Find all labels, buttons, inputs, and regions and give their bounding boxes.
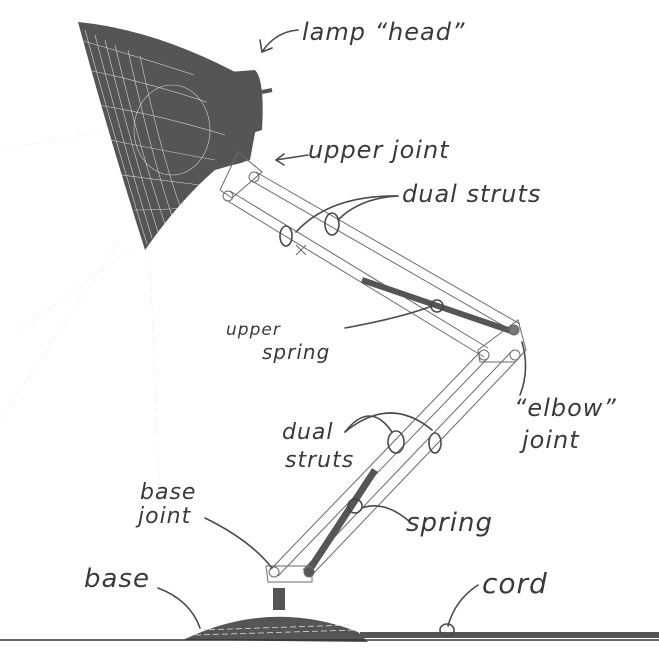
label-spring: spring [406,508,493,538]
label-upper-joint: upper joint [308,136,450,164]
label-dual-struts-lower-line2: struts [285,448,355,473]
label-elbow-joint-line2: joint [522,426,580,454]
lower-struts [269,351,520,577]
upper-struts [225,171,521,358]
label-upper-spring-line1: upper [226,320,281,340]
lower-spring [305,468,378,574]
lamp-base [183,616,368,642]
label-elbow-joint-line1: “elbow” [514,394,617,422]
label-dual-struts-lower-line1: dual [282,420,334,445]
lamp-head [78,22,273,250]
label-upper-spring-line2: spring [262,340,331,364]
elbow-joint [477,319,527,363]
strut-markers [279,212,455,637]
label-dual-struts-upper: dual struts [402,180,542,208]
label-base: base [84,564,150,594]
upper-spring [361,277,515,335]
label-base-joint-line1: base [140,480,197,505]
leader-lines [157,29,527,629]
cord [360,632,659,638]
base-joint [265,565,315,583]
label-base-joint-line2: joint [138,504,192,529]
light-rays [0,129,161,501]
label-lamp-head: lamp “head” [302,18,466,46]
label-cord: cord [482,567,548,600]
base-post [273,588,285,610]
